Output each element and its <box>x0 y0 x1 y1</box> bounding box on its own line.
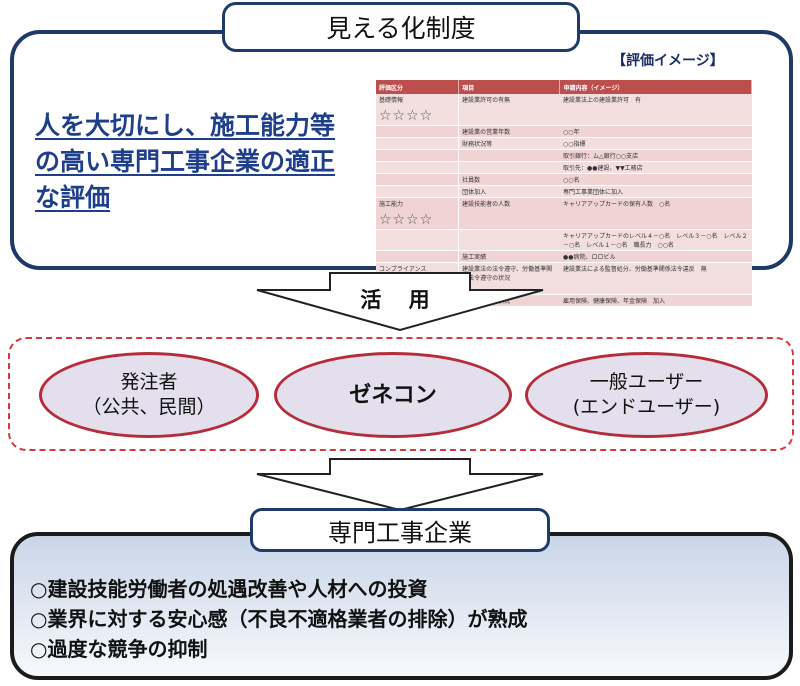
table-cell-category <box>376 161 460 174</box>
orderer-label: 発注者 <box>120 371 178 393</box>
evaluation-image-caption: 【評価イメージ】 <box>612 53 724 69</box>
table-row: コンプライアンス☆☆☆☆建設業法の法令遵守、労働基準関係法令遵守の状況建設業法に… <box>376 262 752 295</box>
table-cell-category <box>376 137 460 150</box>
table-header: 申請内容（イメージ） <box>559 80 752 94</box>
table-cell-content: ○○名 <box>559 173 752 186</box>
general-contractor-ellipse: ゼネコン <box>274 352 512 438</box>
category-label: コンプライアンス <box>379 266 427 273</box>
table-cell-item <box>458 149 560 162</box>
table-row: 取引銀行：ム△銀行○○支店 <box>376 149 752 162</box>
benefit-item: ○業界に対する安心感（不良不適格業者の排除）が熟成 <box>30 607 528 631</box>
table-cell-category: 施工能力 ☆☆☆☆ <box>376 197 460 230</box>
benefits-list: ○建設技能労働者の処遇改善や人材への投資 ○業界に対する安心感（不良不適格業者の… <box>30 574 770 664</box>
table-row: 基礎情報 ☆☆☆☆ 建設業許可の有無建設業法上の建設業許可 有 <box>376 94 752 126</box>
table-cell-item: 建設業の営業年数 <box>458 125 560 138</box>
table-cell-content: 取引銀行：ム△銀行○○支店 <box>559 149 752 162</box>
table-cell-content: 建設業法上の建設業許可 有 <box>559 94 752 126</box>
table-cell-content: 建設業法による監督処分、労働基準関係法令違反 無 <box>559 262 752 295</box>
table-row: 建設業の営業年数○○年 <box>376 125 752 138</box>
table-row: 施工実績●●病院、ロロビル <box>376 250 752 263</box>
table-cell-category <box>376 125 460 138</box>
table-cell-item: 社員数 <box>458 173 560 186</box>
table-cell-content: キャリアアップカードの保有人数 ○名 <box>559 197 752 230</box>
table-header-row: 評価区分 項目 申請内容（イメージ） <box>376 80 752 94</box>
table-row: 財務状況等○○指標 <box>376 137 752 150</box>
table-cell-item <box>458 229 560 251</box>
table-cell-item: 団体加入 <box>458 185 560 198</box>
down-arrow <box>256 458 544 512</box>
down-arrow <box>256 272 544 332</box>
general-user-label: 一般ユーザー <box>589 371 704 393</box>
general-user-sublabel: (エンドユーザー) <box>572 396 721 418</box>
orderer-sublabel: （公共、民間） <box>82 396 216 418</box>
table-cell-content: 専門工事業団体に加入 <box>559 185 752 198</box>
statement-line: な評価 <box>35 183 111 212</box>
table-row: 取引先：●●建設、▼▼工務店 <box>376 161 752 174</box>
table-cell-content: ○○年 <box>559 125 752 138</box>
table-cell-item: 施工実績 <box>458 250 560 263</box>
benefit-item: ○建設技能労働者の処遇改善や人材への投資 <box>30 577 428 601</box>
table-cell-content: ●●病院、ロロビル <box>559 250 752 263</box>
table-row: 施工能力 ☆☆☆☆ 建設技能者の人数キャリアアップカードの保有人数 ○名 <box>376 197 752 230</box>
table-cell-item <box>458 161 560 174</box>
statement-line: の高い専門工事企業の適正 <box>35 147 336 176</box>
table-header: 評価区分 <box>376 80 460 94</box>
evaluation-table: 評価区分 項目 申請内容（イメージ） 基礎情報 ☆☆☆☆ 建設業許可の有無建設業法上… <box>376 80 752 307</box>
table-cell-content: 取引先：●●建設、▼▼工務店 <box>559 161 752 174</box>
table-cell-item: 建設技能者の人数 <box>458 197 560 230</box>
benefit-item: ○過度な競争の抑制 <box>30 637 208 661</box>
table-cell-content: ○○指標 <box>559 137 752 150</box>
table-cell-content: キャリアアップカードのレベル４－○名 レベル３－○名 レベル２－○名 レベル１－… <box>559 229 752 251</box>
star-rating: ☆☆☆☆ <box>379 212 434 228</box>
category-label: 施工能力 <box>379 201 404 208</box>
table-cell-category <box>376 173 460 186</box>
orderer-ellipse: 発注者 （公共、民間） <box>39 352 259 438</box>
users-group <box>8 337 794 451</box>
table-cell-category <box>376 229 460 251</box>
specialty-contractor-title: 専門工事企業 <box>250 508 550 552</box>
statement-line: 人を大切にし、施工能力等 <box>35 111 336 140</box>
table-cell-category <box>376 185 460 198</box>
table-cell-category <box>376 250 460 263</box>
category-label: 基礎情報 <box>379 97 404 104</box>
star-rating: ☆☆☆☆ <box>379 108 434 124</box>
main-statement: 人を大切にし、施工能力等 の高い専門工事企業の適正 な評価 <box>35 108 335 216</box>
general-user-ellipse: 一般ユーザー (エンドユーザー) <box>525 352 768 438</box>
table-row: キャリアアップカードのレベル４－○名 レベル３－○名 レベル２－○名 レベル１－… <box>376 229 752 251</box>
table-cell-category: 基礎情報 ☆☆☆☆ <box>376 94 460 126</box>
general-contractor-label: ゼネコン <box>349 382 437 408</box>
table-cell-content: 雇用保険、健康保険、年金保険 加入 <box>559 294 752 307</box>
table-row: 社員数○○名 <box>376 173 752 186</box>
table-cell-category <box>376 149 460 162</box>
evaluation-table-body: 基礎情報 ☆☆☆☆ 建設業許可の有無建設業法上の建設業許可 有建設業の営業年数○○年… <box>376 94 752 307</box>
table-cell-item: 建設業許可の有無 <box>458 94 560 126</box>
arrow-label: 活 用 <box>360 288 440 312</box>
table-cell-item: 財務状況等 <box>458 137 560 150</box>
table-header: 項目 <box>458 80 561 94</box>
table-row: 団体加入専門工事業団体に加入 <box>376 185 752 198</box>
visualization-system-title: 見える化制度 <box>222 2 580 52</box>
